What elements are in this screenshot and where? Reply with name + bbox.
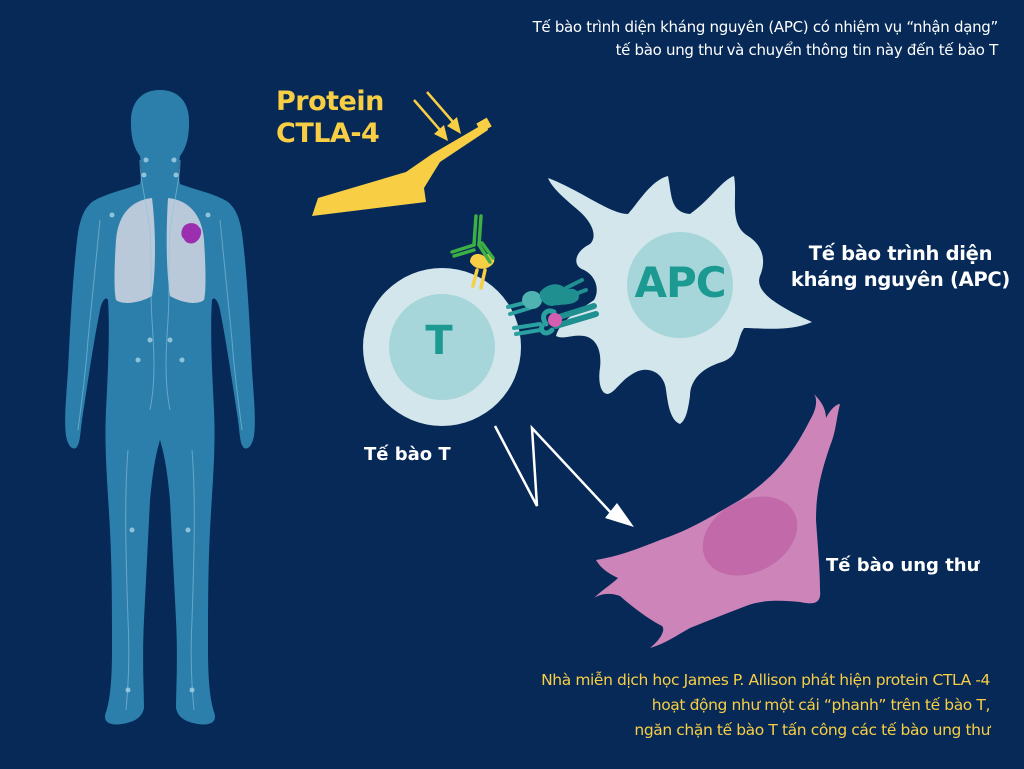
bottom-caption-line-2: hoạt động như một cái “phanh” trên tế bà… (651, 696, 991, 714)
receptor-binding-icon (506, 278, 599, 336)
apc-label-line-2: kháng nguyên (APC) (790, 268, 1010, 291)
top-caption-line-2: tế bào ung thư và chuyển thông tin này đ… (615, 41, 999, 59)
protein-ctla4-label: Protein CTLA-4 (276, 86, 384, 150)
t-cell-label: Tế bào T (364, 444, 451, 465)
bottom-caption: Nhà miễn dịch học James P. Allison phát … (390, 668, 990, 743)
zigzag-arrow-icon (493, 424, 634, 527)
cancer-cell-label: Tế bào ung thư (826, 555, 980, 576)
apc-cell (548, 176, 812, 424)
protein-label-line-1: Protein (276, 86, 384, 117)
antibody-icon (450, 214, 495, 290)
apc-label: Tế bào trình diện kháng nguyên (APC) (791, 241, 1010, 293)
top-caption: Tế bào trình diện kháng nguyên (APC) có … (398, 16, 999, 62)
t-cell (363, 268, 521, 426)
bottom-caption-line-3: ngăn chặn tế bào T tấn công các tế bào u… (634, 721, 990, 739)
apc-cell-letter: APC (634, 258, 726, 307)
t-cell-letter: T (425, 318, 453, 364)
bottom-caption-line-1: Nhà miễn dịch học James P. Allison phát … (541, 671, 990, 689)
cancer-cell (594, 394, 840, 648)
apc-label-line-1: Tế bào trình diện (808, 242, 993, 265)
brake-pedal-icon (312, 117, 492, 216)
top-caption-line-1: Tế bào trình diện kháng nguyên (APC) có … (532, 18, 999, 36)
human-body-illustration (65, 90, 255, 725)
protein-label-line-2: CTLA-4 (276, 118, 380, 149)
double-arrow-icon (413, 91, 461, 141)
